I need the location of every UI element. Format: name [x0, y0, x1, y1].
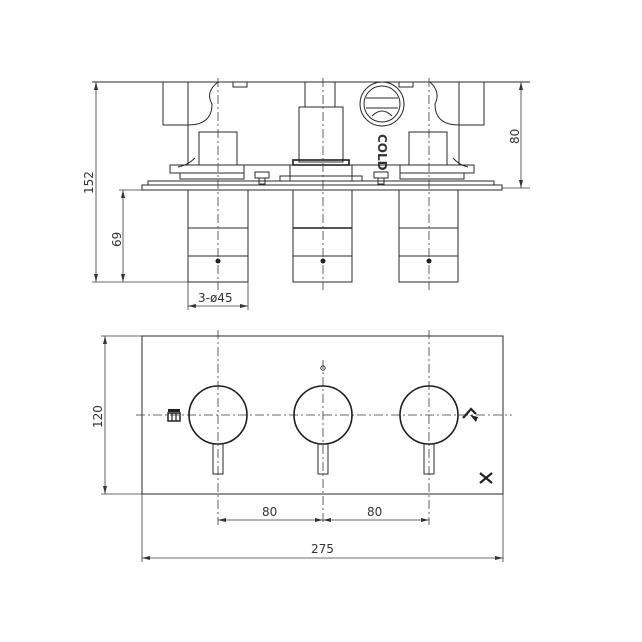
dim-80-left: 80 [262, 505, 277, 519]
dim-80-right: 80 [367, 505, 382, 519]
side-view: COLD [82, 78, 530, 310]
handshower-icon [462, 407, 478, 422]
cold-label: COLD [375, 134, 389, 171]
handle-side-right [398, 189, 459, 283]
off-x-icon [479, 472, 493, 484]
dim-275: 275 [311, 542, 334, 556]
front-view: 120 80 80 275 [91, 330, 512, 562]
knob-right [399, 385, 459, 475]
handle-side-center [292, 189, 353, 283]
dim-3-dia45: 3-ø45 [198, 291, 233, 305]
dim-120: 120 [91, 405, 105, 428]
knob-center [293, 365, 353, 475]
dim-152: 152 [82, 171, 96, 194]
knob-left [188, 385, 248, 475]
dim-80-height: 80 [508, 129, 522, 144]
shower-icon [167, 409, 181, 422]
dim-69: 69 [110, 232, 124, 247]
